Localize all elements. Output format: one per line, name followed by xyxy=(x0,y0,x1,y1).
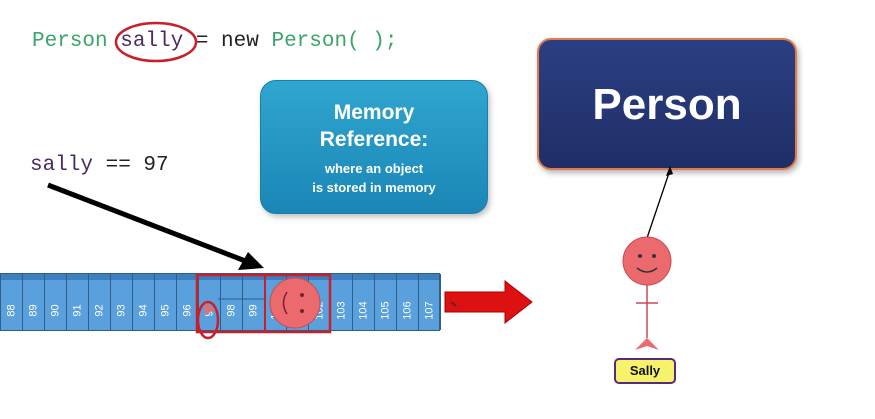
object-smiley-icon xyxy=(269,277,321,329)
memory-cell: 91 xyxy=(67,274,89,330)
code-line-new-person: Person sally = new Person( ); xyxy=(32,31,398,52)
person-class-title: Person xyxy=(592,80,742,129)
memory-cell: 107 xyxy=(419,274,441,330)
memory-desc-line-2: is stored in memory xyxy=(312,180,436,195)
memory-cell: 105 xyxy=(375,274,397,330)
sally-stick-figure xyxy=(622,166,673,350)
memory-cell: 89 xyxy=(23,274,45,330)
memory-cell: 90 xyxy=(45,274,67,330)
pointer-arrow-line xyxy=(47,182,249,265)
memory-cell: 92 xyxy=(89,274,111,330)
code-var-sally-2: sally xyxy=(30,154,94,177)
memory-strip: 8889909192939495969798991001011021031041… xyxy=(0,273,441,331)
person-class-box: Person xyxy=(537,38,797,170)
memory-cell: 103 xyxy=(331,274,353,330)
memory-title-line-2: Reference: xyxy=(319,128,429,151)
memory-cell: 104 xyxy=(353,274,375,330)
code-operator: = new xyxy=(183,30,272,53)
memory-cell: 88 xyxy=(1,274,23,330)
code-var-sally: sally xyxy=(120,30,184,53)
memory-cell: 98 xyxy=(221,274,243,330)
pointer-arrow-head xyxy=(238,252,264,270)
memory-title-line-1: Memory xyxy=(333,101,415,124)
memory-desc-line-1: where an object xyxy=(324,161,424,176)
memory-cell: 106 xyxy=(397,274,419,330)
memory-cell: 97 xyxy=(199,274,221,330)
address-marker-icon xyxy=(205,303,215,315)
memory-cell: 94 xyxy=(133,274,155,330)
code-equals-97: == 97 xyxy=(93,154,169,177)
code-type-person: Person xyxy=(32,30,108,53)
memory-reference-title: Memory Reference: xyxy=(261,99,487,153)
memory-cell: 96 xyxy=(177,274,199,330)
address-97-circle xyxy=(196,300,220,340)
sally-face-icon xyxy=(622,236,672,286)
sally-highlight-ellipse xyxy=(114,21,198,63)
sally-name-badge: Sally xyxy=(614,358,676,384)
memory-reference-box: Memory Reference: where an object is sto… xyxy=(260,80,488,214)
object-inner-rect xyxy=(264,274,331,333)
code-constructor: Person( ); xyxy=(271,30,398,53)
memory-cell: 95 xyxy=(155,274,177,330)
memory-cell: 93 xyxy=(111,274,133,330)
big-red-arrow-icon xyxy=(444,279,533,325)
memory-reference-description: where an object is stored in memory xyxy=(261,159,487,197)
code-line-sally-equals: sally == 97 xyxy=(30,155,169,176)
cursor-mark xyxy=(450,301,457,307)
